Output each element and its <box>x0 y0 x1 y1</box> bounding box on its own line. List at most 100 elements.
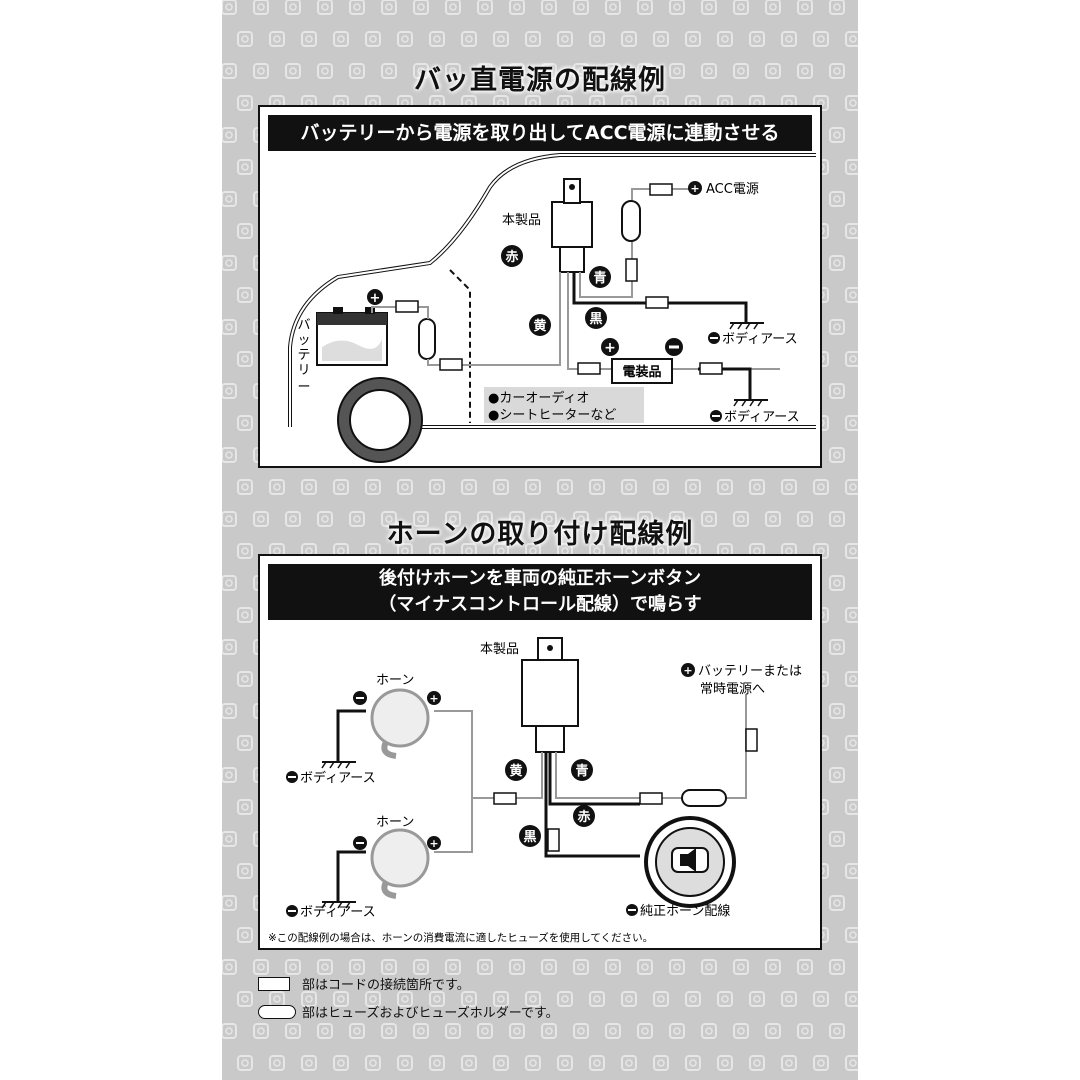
pattern-mark <box>609 963 617 971</box>
pattern-mark <box>417 3 425 11</box>
pattern-mark <box>849 611 857 619</box>
plus-icon <box>427 691 441 705</box>
pattern-mark <box>269 479 285 495</box>
pattern-mark <box>605 0 621 15</box>
pattern-mark <box>449 1027 457 1035</box>
pattern-mark <box>561 35 569 43</box>
pattern-mark <box>222 63 237 79</box>
pattern-mark <box>413 63 429 79</box>
pattern-mark <box>237 95 253 111</box>
svg-text:テ: テ <box>297 348 310 363</box>
pattern-mark <box>605 959 621 975</box>
pattern-mark <box>465 1059 473 1067</box>
pattern-mark <box>433 35 441 43</box>
wire-badge-yellow: 黄 <box>505 759 527 781</box>
pattern-mark <box>225 835 233 843</box>
pattern-mark <box>849 547 857 555</box>
minus-sign <box>628 909 636 911</box>
pattern-mark <box>589 31 605 47</box>
pattern-mark <box>621 479 637 495</box>
pattern-mark <box>513 963 521 971</box>
pattern-mark <box>461 1055 477 1071</box>
pattern-mark <box>285 959 301 975</box>
pattern-mark <box>781 479 797 495</box>
pattern-mark <box>509 1023 525 1039</box>
pattern-mark <box>461 991 477 1007</box>
pattern-mark <box>445 0 461 15</box>
pattern-mark <box>449 67 457 75</box>
pattern-mark <box>801 67 809 75</box>
wheel-hub <box>349 389 411 451</box>
pattern-mark <box>385 3 393 11</box>
section2-panel: 後付けホーンを車両の純正ホーンボタン （マイナスコントロール配線）で鳴らす 本製… <box>258 554 822 950</box>
plus-icon <box>601 338 619 356</box>
plus-icon <box>427 836 441 850</box>
legend-connector-text: 部はコードの接続箇所です。 <box>302 978 470 993</box>
pattern-mark <box>257 3 265 11</box>
minus-sign <box>669 345 679 349</box>
pattern-mark <box>669 511 685 527</box>
connector <box>645 296 669 309</box>
pattern-mark <box>381 511 397 527</box>
wire-black <box>544 752 640 858</box>
pattern-mark <box>237 351 253 367</box>
pattern-mark <box>849 803 857 811</box>
pattern-mark <box>849 419 857 427</box>
pattern-mark <box>497 483 505 491</box>
pattern-mark <box>689 483 697 491</box>
pattern-mark <box>829 191 845 207</box>
pattern-mark <box>845 31 858 47</box>
pattern-mark <box>641 515 649 523</box>
pattern-mark <box>225 643 233 651</box>
pattern-mark <box>401 995 409 1003</box>
pattern-mark <box>833 963 841 971</box>
pattern-mark <box>257 1027 265 1035</box>
pattern-mark <box>509 63 525 79</box>
pattern-mark <box>577 1027 585 1035</box>
pattern-mark <box>833 1027 841 1035</box>
pattern-mark <box>237 863 253 879</box>
pattern-mark <box>461 31 477 47</box>
wire-badge-blue: 青 <box>571 759 593 781</box>
pattern-mark <box>817 483 825 491</box>
pattern-mark <box>337 35 345 43</box>
pattern-mark <box>721 995 729 1003</box>
pattern-mark <box>433 995 441 1003</box>
product-label: 本製品 <box>502 213 541 228</box>
wire-badge-black: 黒 <box>585 307 607 329</box>
earth-label: ボディアース <box>722 331 798 347</box>
pattern-mark <box>273 995 281 1003</box>
pattern-mark <box>833 451 841 459</box>
pattern-mark <box>769 515 777 523</box>
pattern-mark <box>349 0 365 15</box>
pattern-mark <box>317 959 333 975</box>
ground-icon <box>321 901 356 909</box>
pattern-mark <box>733 959 749 975</box>
pattern-mark <box>349 511 365 527</box>
pattern-mark <box>849 163 857 171</box>
pattern-mark <box>465 483 473 491</box>
pattern-mark <box>705 515 713 523</box>
pattern-mark <box>237 415 253 431</box>
pattern-mark <box>257 963 265 971</box>
horn-icon <box>370 688 430 759</box>
pattern-mark <box>257 515 265 523</box>
pattern-mark <box>721 1059 729 1067</box>
pattern-mark <box>429 479 445 495</box>
pattern-mark <box>845 95 858 111</box>
battery-icon <box>316 307 388 366</box>
pattern-mark <box>801 963 809 971</box>
pattern-mark <box>545 67 553 75</box>
pattern-mark <box>593 483 601 491</box>
pattern-mark <box>849 35 857 43</box>
connector <box>547 828 560 852</box>
pattern-mark <box>241 163 249 171</box>
pattern-mark <box>641 67 649 75</box>
legend-connector: 部はコードの接続箇所です。 <box>258 974 470 993</box>
pattern-mark <box>673 3 681 11</box>
pattern-mark <box>833 707 841 715</box>
pattern-mark <box>381 0 397 15</box>
pattern-mark <box>241 291 249 299</box>
pattern-mark <box>222 511 237 527</box>
svg-text:黒: 黒 <box>589 311 602 327</box>
